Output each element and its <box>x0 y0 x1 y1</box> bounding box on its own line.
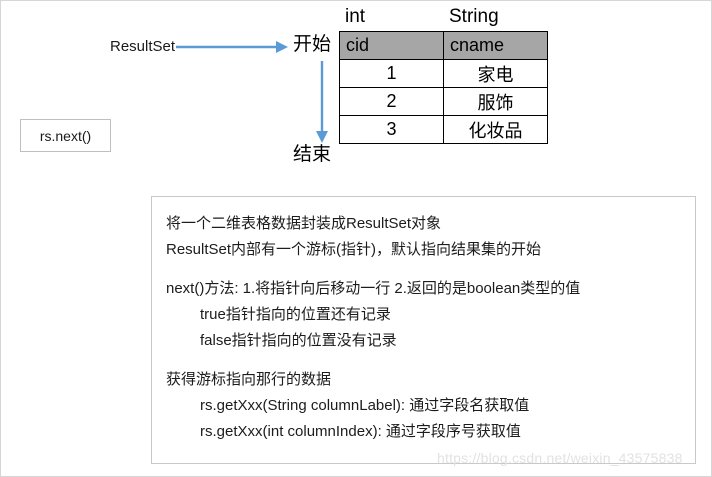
note-spacer <box>166 263 695 276</box>
table-header-cname: cname <box>443 31 548 60</box>
resultset-label: ResultSet <box>110 38 176 55</box>
column-type-labels: int String <box>339 5 547 29</box>
resultset-table: cid cname 1 家电 2 服饰 3 化妆品 <box>339 31 548 144</box>
horizontal-arrow-icon <box>176 39 288 55</box>
note-line: rs.getXxx(int columnIndex): 通过字段序号获取值 <box>200 423 521 440</box>
cursor-start-label: 开始 <box>293 34 332 55</box>
note-line: next()方法: 1.将指针向后移动一行 2.返回的是boolean类型的值 <box>166 280 581 297</box>
notes-box: 将一个二维表格数据封装成ResultSet对象 ResultSet内部有一个游标… <box>151 196 696 464</box>
note-line: 将一个二维表格数据封装成ResultSet对象 <box>166 215 442 232</box>
table-header-cid: cid <box>339 31 444 60</box>
table-cell-cid: 1 <box>339 59 444 88</box>
cursor-end-label: 结束 <box>293 144 332 165</box>
note-spacer <box>166 354 695 367</box>
table-cell-cname: 服饰 <box>443 87 548 116</box>
note-line: false指针指向的位置没有记录 <box>200 332 397 349</box>
table-row: 1 家电 <box>339 59 548 88</box>
watermark-text: https://blog.csdn.net/weixin_43575838 <box>437 450 683 466</box>
note-line: ResultSet内部有一个游标(指针)，默认指向结果集的开始 <box>166 241 542 258</box>
note-line: true指针指向的位置还有记录 <box>200 306 391 323</box>
rs-next-box: rs.next() <box>20 119 111 152</box>
table-cell-cid: 2 <box>339 87 444 116</box>
note-line: 获得游标指向那行的数据 <box>166 371 332 388</box>
vertical-arrow-icon <box>312 61 332 143</box>
table-row: 2 服饰 <box>339 87 548 116</box>
table-cell-cid: 3 <box>339 115 444 144</box>
table-header-row: cid cname <box>339 31 548 60</box>
table-cell-cname: 家电 <box>443 59 548 88</box>
table-cell-cname: 化妆品 <box>443 115 548 144</box>
rs-next-label: rs.next() <box>39 127 92 144</box>
note-line: rs.getXxx(String columnLabel): 通过字段名获取值 <box>200 397 530 414</box>
column-type-int: int <box>345 6 366 27</box>
column-type-string: String <box>449 6 499 27</box>
table-row: 3 化妆品 <box>339 115 548 144</box>
